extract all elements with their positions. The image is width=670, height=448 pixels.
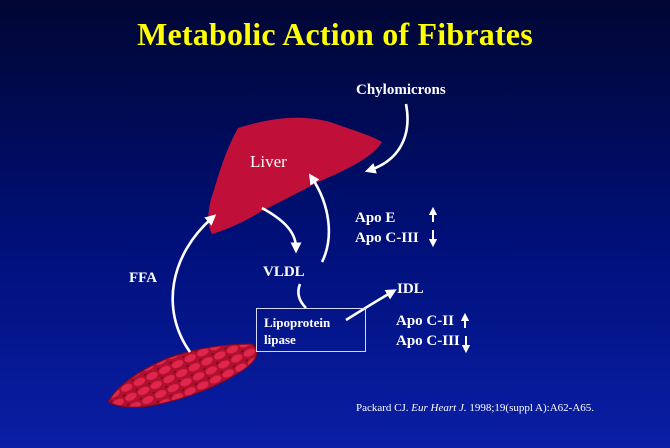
apo-e-label: Apo E bbox=[355, 210, 396, 226]
liver-shape bbox=[208, 117, 382, 234]
slide-title: Metabolic Action of Fibrates bbox=[137, 16, 533, 52]
apo-c3-top-label: Apo C-III bbox=[355, 230, 419, 246]
ffa-arrow bbox=[171, 214, 217, 353]
citation-details: 1998;19(suppl A):A62-A65. bbox=[466, 402, 595, 414]
liver-label: Liver bbox=[250, 152, 287, 171]
lpl-line-2: lipase bbox=[264, 332, 296, 347]
lipoprotein-lipase-box: Lipoprotein lipase bbox=[256, 308, 366, 352]
ffa-label: FFA bbox=[129, 270, 158, 286]
apo-c3-bottom-label: Apo C-III bbox=[396, 333, 460, 349]
chylomicrons-arrow bbox=[364, 103, 409, 174]
vldl-to-lpl-line bbox=[297, 283, 307, 309]
lpl-line-1: Lipoprotein bbox=[264, 315, 331, 330]
citation-authors: Packard CJ. bbox=[356, 402, 412, 414]
apo-c2-label: Apo C-II bbox=[396, 313, 454, 329]
muscle-shape bbox=[107, 343, 258, 408]
lpl-to-idl-arrow bbox=[345, 289, 397, 322]
citation-journal: Eur Heart J. bbox=[411, 402, 467, 414]
citation: Packard CJ. Eur Heart J. 1998;19(suppl A… bbox=[356, 402, 594, 414]
chylomicrons-label: Chylomicrons bbox=[356, 82, 446, 98]
vldl-to-liver-arrow bbox=[308, 173, 331, 263]
vldl-label: VLDL bbox=[263, 264, 305, 280]
liver-to-vldl-arrow bbox=[261, 206, 302, 254]
idl-label: IDL bbox=[397, 281, 424, 297]
